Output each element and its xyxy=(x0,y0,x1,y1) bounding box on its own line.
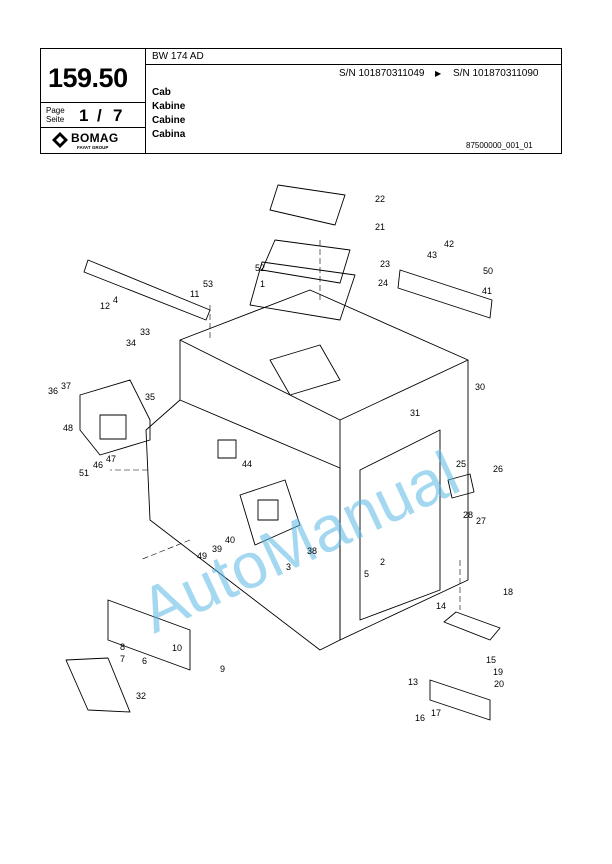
callout-48: 48 xyxy=(63,423,73,433)
callout-35: 35 xyxy=(145,392,155,402)
cab-roof xyxy=(179,289,469,421)
title-block-rule xyxy=(41,127,145,128)
callout-15: 15 xyxy=(486,655,496,665)
callout-14: 14 xyxy=(436,601,446,611)
cab-front-panel xyxy=(145,399,341,651)
console-left xyxy=(79,379,151,456)
callout-52: 52 xyxy=(255,263,265,273)
callout-13: 13 xyxy=(408,677,418,687)
callout-1: 1 xyxy=(260,279,265,289)
console-left-display xyxy=(99,414,127,440)
title-fr: Cabine xyxy=(152,115,186,126)
serial-arrow-icon: ▶ xyxy=(435,69,442,78)
callout-11: 11 xyxy=(190,289,199,299)
callout-31: 31 xyxy=(410,408,420,418)
callout-25: 25 xyxy=(456,459,466,469)
callout-47: 47 xyxy=(106,454,116,464)
callout-33: 33 xyxy=(140,327,150,337)
callout-43: 43 xyxy=(427,250,437,260)
callout-51: 51 xyxy=(79,468,89,478)
callout-21: 21 xyxy=(375,222,385,232)
title-block-rule xyxy=(145,64,561,65)
callout-24: 24 xyxy=(378,278,388,288)
page-label-de: Seite xyxy=(46,115,65,124)
hinge-bracket xyxy=(447,473,475,499)
callout-42: 42 xyxy=(444,239,454,249)
title-en: Cab xyxy=(152,87,171,98)
trim-strip-left xyxy=(83,259,211,321)
console-center-display xyxy=(257,499,279,521)
serial-from: S/N 101870311049 xyxy=(339,68,425,79)
brand-tagline: FAYAT GROUP xyxy=(77,145,109,150)
callout-20: 20 xyxy=(494,679,504,689)
callout-46: 46 xyxy=(93,460,103,470)
callout-32: 32 xyxy=(136,691,146,701)
callout-10: 10 xyxy=(172,643,182,653)
callout-41: 41 xyxy=(482,286,492,296)
page-current: 1 xyxy=(79,106,89,125)
callout-2: 2 xyxy=(380,557,385,567)
lower-panel xyxy=(107,599,191,671)
page-label-en: Page xyxy=(46,106,65,115)
roof-seal xyxy=(249,261,356,321)
serial-to: S/N 101870311090 xyxy=(453,68,539,79)
model-name: BW 174 AD xyxy=(152,51,204,62)
bomag-logo-icon xyxy=(52,132,68,148)
callout-28: 28 xyxy=(463,510,473,520)
title-block: 159.50 Page Seite 1 / 7 BOMAG FAYAT GROU… xyxy=(40,48,562,154)
callout-53: 53 xyxy=(203,279,213,289)
bracket-upper xyxy=(443,611,501,641)
callout-36: 36 xyxy=(48,386,58,396)
watermark-text: AutoManual xyxy=(130,437,470,647)
callout-26: 26 xyxy=(493,464,503,474)
title-it: Cabina xyxy=(152,129,186,140)
bracket-lower xyxy=(429,679,491,721)
callout-30: 30 xyxy=(475,382,485,392)
roof-vent-cover xyxy=(269,184,346,226)
callout-8: 8 xyxy=(120,642,125,652)
callout-39: 39 xyxy=(212,544,222,554)
callout-6: 6 xyxy=(142,656,147,666)
callout-38: 38 xyxy=(307,546,317,556)
title-block-divider xyxy=(145,49,146,153)
cab-window-frame xyxy=(359,429,441,621)
title-de: Kabine xyxy=(152,101,186,112)
console-center xyxy=(239,479,301,546)
roof-grille xyxy=(261,239,351,284)
brand-name: BOMAG xyxy=(71,131,119,145)
callout-19: 19 xyxy=(493,667,503,677)
cab-front-upper xyxy=(179,340,341,469)
trim-frame xyxy=(65,657,131,713)
callout-23: 23 xyxy=(380,259,390,269)
callout-12: 12 xyxy=(100,301,110,311)
title-block-rule xyxy=(41,102,145,103)
callout-44: 44 xyxy=(242,459,252,469)
page-separator: / xyxy=(97,106,102,125)
callout-34: 34 xyxy=(126,338,136,348)
callout-18: 18 xyxy=(503,587,513,597)
callout-40: 40 xyxy=(225,535,235,545)
callout-27: 27 xyxy=(476,516,486,526)
callout-9: 9 xyxy=(220,664,225,674)
drawing-reference: 87500000_001_01 xyxy=(466,141,533,150)
callout-16: 16 xyxy=(415,713,425,723)
callout-50: 50 xyxy=(483,266,493,276)
cab-roof-hatch xyxy=(269,344,341,396)
callout-17: 17 xyxy=(431,708,441,718)
console-switch-panel xyxy=(217,439,237,459)
callout-7: 7 xyxy=(120,654,125,664)
page-total: 7 xyxy=(113,106,123,125)
callout-3: 3 xyxy=(286,562,291,572)
callout-22: 22 xyxy=(375,194,385,204)
page-number: 159.50 xyxy=(48,63,128,93)
callout-37: 37 xyxy=(61,381,71,391)
callout-49: 49 xyxy=(197,551,207,561)
trim-strip-right xyxy=(397,269,493,319)
callout-5: 5 xyxy=(364,569,369,579)
callout-4: 4 xyxy=(113,295,118,305)
